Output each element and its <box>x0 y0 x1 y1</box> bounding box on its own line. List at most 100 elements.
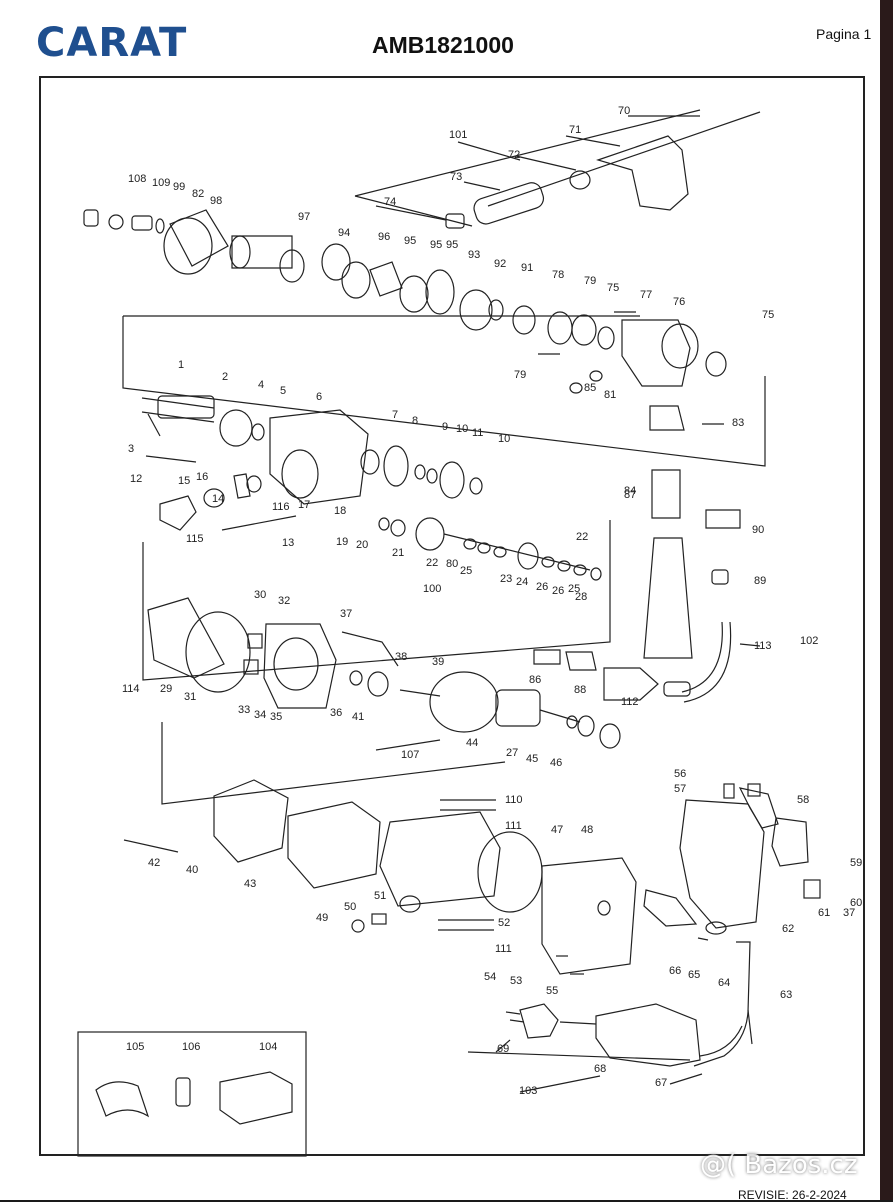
part-label-32: 32 <box>278 595 290 607</box>
part-label-6: 6 <box>316 391 322 403</box>
part-label-72: 72 <box>508 149 520 161</box>
part-label-95: 95 <box>430 239 442 251</box>
part-label-57: 57 <box>674 783 686 795</box>
part-label-71: 71 <box>569 124 581 136</box>
part-label-49: 49 <box>316 912 328 924</box>
part-label-36: 36 <box>330 707 342 719</box>
part-label-83: 83 <box>732 417 744 429</box>
part-label-22: 22 <box>426 557 438 569</box>
part-label-7: 7 <box>392 409 398 421</box>
part-label-59: 59 <box>850 857 862 869</box>
part-label-94: 94 <box>338 227 350 239</box>
part-label-11: 11 <box>472 427 483 439</box>
part-label-92: 92 <box>494 258 506 270</box>
part-label-98: 98 <box>210 195 222 207</box>
part-label-35: 35 <box>270 711 282 723</box>
part-label-17: 17 <box>298 499 310 511</box>
part-label-69: 69 <box>497 1043 509 1055</box>
part-label-67: 67 <box>655 1077 667 1089</box>
part-label-96: 96 <box>378 231 390 243</box>
part-label-41: 41 <box>352 711 364 723</box>
part-label-43: 43 <box>244 878 256 890</box>
part-label-31: 31 <box>184 691 196 703</box>
part-label-89: 89 <box>754 575 766 587</box>
part-label-38: 38 <box>395 651 407 663</box>
part-label-75: 75 <box>607 282 619 294</box>
part-label-103: 103 <box>519 1085 537 1097</box>
part-label-4: 4 <box>258 379 264 391</box>
part-label-28: 28 <box>575 591 587 603</box>
part-label-5: 5 <box>280 385 286 397</box>
part-label-70: 70 <box>618 105 630 117</box>
part-label-8: 8 <box>412 415 418 427</box>
revision-date: REVISIE: 26-2-2024 <box>738 1188 847 1202</box>
part-label-29: 29 <box>160 683 172 695</box>
part-label-86: 86 <box>529 674 541 686</box>
part-label-68: 68 <box>594 1063 606 1075</box>
diagram-frame <box>39 76 865 1156</box>
part-label-50: 50 <box>344 901 356 913</box>
part-label-75: 75 <box>762 309 774 321</box>
part-label-54: 54 <box>484 971 496 983</box>
part-label-22: 22 <box>576 531 588 543</box>
part-label-81: 81 <box>604 389 616 401</box>
part-label-66: 66 <box>669 965 681 977</box>
part-label-105: 105 <box>126 1041 144 1053</box>
part-label-99: 99 <box>173 181 185 193</box>
part-label-24: 24 <box>516 576 528 588</box>
part-label-46: 46 <box>550 757 562 769</box>
part-label-100: 100 <box>423 583 441 595</box>
part-label-14: 14 <box>212 493 224 505</box>
part-label-91: 91 <box>521 262 533 274</box>
part-label-26: 26 <box>536 581 548 593</box>
part-label-109: 109 <box>152 177 170 189</box>
part-label-42: 42 <box>148 857 160 869</box>
part-label-51: 51 <box>374 890 386 902</box>
part-label-74: 74 <box>384 196 396 208</box>
part-label-85: 85 <box>584 382 596 394</box>
part-label-56: 56 <box>674 768 686 780</box>
part-label-62: 62 <box>782 923 794 935</box>
part-label-25: 25 <box>460 565 472 577</box>
part-label-79: 79 <box>514 369 526 381</box>
part-label-106: 106 <box>182 1041 200 1053</box>
part-label-115: 115 <box>186 533 204 545</box>
part-label-21: 21 <box>392 547 404 559</box>
part-label-116: 116 <box>272 501 290 513</box>
part-label-65: 65 <box>688 969 700 981</box>
part-label-37: 37 <box>340 608 352 620</box>
part-label-55: 55 <box>546 985 558 997</box>
part-label-111: 111 <box>495 943 512 955</box>
part-label-10: 10 <box>456 423 468 435</box>
part-label-44: 44 <box>466 737 478 749</box>
part-label-63: 63 <box>780 989 792 1001</box>
part-label-9: 9 <box>442 421 448 433</box>
model-title: AMB1821000 <box>372 32 514 58</box>
part-label-3: 3 <box>128 443 134 455</box>
part-label-26: 26 <box>552 585 564 597</box>
part-label-108: 108 <box>128 173 146 185</box>
part-label-16: 16 <box>196 471 208 483</box>
part-label-13: 13 <box>282 537 294 549</box>
part-label-48: 48 <box>581 824 593 836</box>
part-label-79: 79 <box>584 275 596 287</box>
part-label-110: 110 <box>505 794 523 806</box>
part-label-64: 64 <box>718 977 730 989</box>
part-label-76: 76 <box>673 296 685 308</box>
part-label-2: 2 <box>222 371 228 383</box>
part-label-20: 20 <box>356 539 368 551</box>
part-label-58: 58 <box>797 794 809 806</box>
part-label-37: 37 <box>843 907 855 919</box>
part-label-53: 53 <box>510 975 522 987</box>
part-label-95: 95 <box>446 239 458 251</box>
part-label-82: 82 <box>192 188 204 200</box>
brand-logo: CARAT <box>36 20 188 66</box>
part-label-47: 47 <box>551 824 563 836</box>
part-label-93: 93 <box>468 249 480 261</box>
part-label-107: 107 <box>401 749 419 761</box>
part-label-97: 97 <box>298 211 310 223</box>
part-label-113: 113 <box>754 640 772 652</box>
part-label-12: 12 <box>130 473 142 485</box>
part-label-27: 27 <box>506 747 518 759</box>
